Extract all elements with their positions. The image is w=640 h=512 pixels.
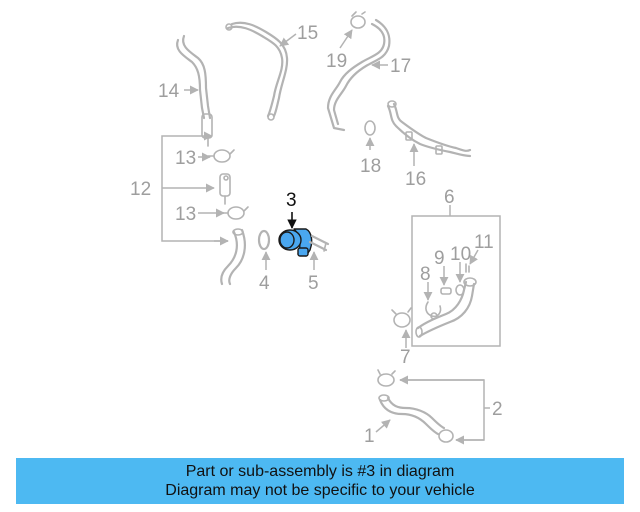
callout-18: 18 <box>360 156 381 177</box>
part-6-group <box>411 205 501 347</box>
part-4-o-ring <box>257 229 271 251</box>
part-18-ring <box>364 120 376 136</box>
part-1-hose <box>378 394 446 436</box>
banner-line-2: Diagram may not be specific to your vehi… <box>165 482 475 499</box>
callout-12: 12 <box>130 179 151 200</box>
part-12-lower-hose <box>220 228 246 286</box>
part-17-pipe <box>326 18 391 132</box>
part-7-clamp <box>391 307 412 328</box>
callout-15: 15 <box>297 23 318 44</box>
callout-2-bracket <box>399 375 490 445</box>
part-5-hose <box>308 234 330 252</box>
part-3-highlighted[interactable] <box>278 228 313 257</box>
callout-4: 4 <box>259 273 270 294</box>
callout-7: 7 <box>400 347 411 368</box>
callout-3: 3 <box>286 190 297 211</box>
callout-5: 5 <box>308 273 319 294</box>
callout-13-lower: 13 <box>175 204 196 225</box>
callout-17: 17 <box>390 56 411 77</box>
callout-14: 14 <box>158 81 180 102</box>
banner-line-1: Part or sub-assembly is #3 in diagram <box>185 463 455 480</box>
callout-1: 1 <box>364 426 375 447</box>
part-16-hose <box>386 100 472 158</box>
part-6-hose <box>415 277 477 338</box>
callout-19: 19 <box>326 51 347 72</box>
part-10-clamp <box>455 284 465 296</box>
part-13-clamp-upper <box>207 149 235 163</box>
part-2-clamp-upper <box>377 369 396 387</box>
callout-12-bracket <box>161 131 229 246</box>
callout-16: 16 <box>405 169 426 190</box>
parts-diagram: 15 14 12 13 13 <box>130 11 503 447</box>
part-11-hose-end <box>465 263 470 273</box>
callout-11: 11 <box>474 232 494 253</box>
callout-6: 6 <box>444 187 455 208</box>
part-9-fitting <box>440 287 452 295</box>
part-15-hose <box>225 21 289 121</box>
part-8-clamp <box>425 301 442 320</box>
callout-8: 8 <box>420 264 431 285</box>
part-19-clamp <box>350 11 366 29</box>
callout-13-upper: 13 <box>175 148 196 169</box>
part-12-fitting <box>219 173 231 205</box>
part-13-clamp-lower <box>221 206 249 220</box>
callout-2: 2 <box>492 399 503 420</box>
callout-9: 9 <box>434 248 445 269</box>
part-2-clamp-lower <box>438 429 454 443</box>
info-banner: Part or sub-assembly is #3 in diagram Di… <box>16 458 624 504</box>
part-14-pipe <box>176 34 213 147</box>
callout-10: 10 <box>450 244 471 265</box>
